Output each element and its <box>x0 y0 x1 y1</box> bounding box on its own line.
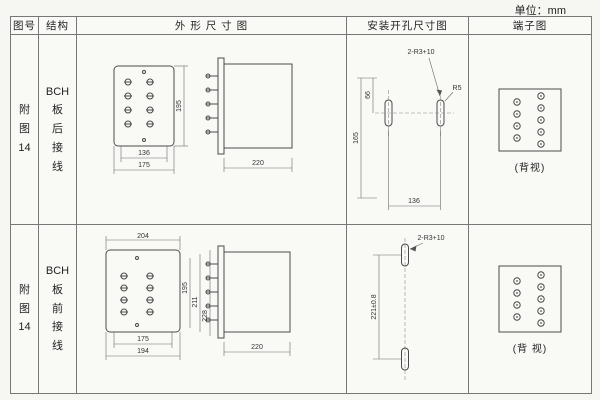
outline-drawing-front-wiring: 204 175 194 195 211 228 <box>105 233 290 360</box>
leader-arrow <box>409 245 416 252</box>
row2-mounting-cell: 2-R3+10 221±0.8 <box>347 225 469 393</box>
fig-no-text: 附 图 14 <box>18 283 31 334</box>
leader-arrow <box>436 89 442 96</box>
header-mounting: 安装开孔尺寸图 <box>347 17 469 35</box>
row2-structure: BCH 板 前 接 线 <box>39 225 77 393</box>
header-structure: 结构 <box>39 17 77 35</box>
front-width-outer-dim: 194 <box>137 348 149 355</box>
front-dimensions: 204 175 194 195 211 228 <box>105 233 210 360</box>
holes-note: 2-R3+10 <box>407 49 434 56</box>
terminal-diagram-rear-wiring <box>498 88 562 151</box>
terminal-circles <box>513 91 545 148</box>
front-height-inner-dim: 195 <box>182 282 189 294</box>
row2-terminal-cell: (背 视) <box>469 225 591 393</box>
row2-fig-no: 附 图 14 <box>11 225 39 393</box>
terminal-view-caption: (背 视) <box>512 344 548 355</box>
terminal-screws <box>123 69 154 142</box>
side-view <box>205 57 292 154</box>
front-view <box>113 65 174 146</box>
front-height-mid-dim: 211 <box>192 296 199 307</box>
outline-drawing-rear-wiring: 136 175 195 <box>113 57 292 174</box>
header-outline: 外 形 尺 寸 图 <box>77 17 347 35</box>
front-width-inner-dim: 136 <box>138 150 150 157</box>
mounting-dimensions: 2-R3+10 R5 165 66 136 <box>353 49 461 210</box>
fig-no-text: 附 图 14 <box>18 104 31 154</box>
row1-fig-no: 附 图 14 <box>11 35 39 225</box>
terminal-screws <box>119 256 154 327</box>
front-terminal-studs <box>205 261 218 323</box>
side-view <box>205 245 290 339</box>
front-height-outer-dim: 228 <box>202 310 209 322</box>
mounting-dimensions: 2-R3+10 221±0.8 <box>371 235 444 360</box>
row2-outline-cell: 204 175 194 195 211 228 <box>77 225 347 393</box>
radius-note: R5 <box>452 85 461 92</box>
front-dimensions: 136 175 195 <box>113 65 188 174</box>
terminal-view-caption: (背视) <box>514 162 546 174</box>
cutout-height-dim: 165 <box>353 132 360 144</box>
side-depth-dim: 220 <box>251 344 263 351</box>
header-fig-no: 图号 <box>11 17 39 35</box>
header-terminal: 端子图 <box>469 17 591 35</box>
cutout-offset-dim: 66 <box>365 91 372 99</box>
mounting-drawing-rear-wiring: 2-R3+10 R5 165 66 136 <box>353 49 461 210</box>
cutout-span-dim: 136 <box>408 198 420 205</box>
mounting-drawing-front-wiring: 2-R3+10 221±0.8 <box>371 235 444 380</box>
row1-mounting-cell: 2-R3+10 R5 165 66 136 <box>347 35 469 225</box>
cutout-slots <box>374 89 454 136</box>
side-depth-dim: 220 <box>252 160 264 167</box>
front-width-inner-dim: 175 <box>137 336 149 343</box>
front-height-dim: 195 <box>176 100 183 112</box>
front-width-outer-dim: 175 <box>138 162 150 169</box>
dimension-table: 图号 结构 外 形 尺 寸 图 安装开孔尺寸图 端子图 附 图 14 BCH 板… <box>10 16 592 394</box>
rear-terminal-studs <box>205 73 218 134</box>
side-dimensions: 220 <box>223 157 292 172</box>
cutout-slots <box>400 238 409 380</box>
side-dimensions: 220 <box>223 342 290 356</box>
structure-text: BCH 板 后 接 线 <box>45 85 70 173</box>
holes-note: 2-R3+10 <box>417 235 444 242</box>
structure-text: BCH 板 前 接 线 <box>45 265 70 353</box>
terminal-circles <box>513 271 545 327</box>
cutout-span-dim: 221±0.8 <box>371 294 378 319</box>
row1-terminal-cell: (背视) <box>469 35 591 225</box>
front-view <box>105 249 180 333</box>
unit-label: 单位：mm <box>514 5 566 17</box>
row1-structure: BCH 板 后 接 线 <box>39 35 77 225</box>
front-width-top-dim: 204 <box>137 233 149 240</box>
terminal-diagram-front-wiring <box>498 265 562 333</box>
row1-outline-cell: 136 175 195 <box>77 35 347 225</box>
